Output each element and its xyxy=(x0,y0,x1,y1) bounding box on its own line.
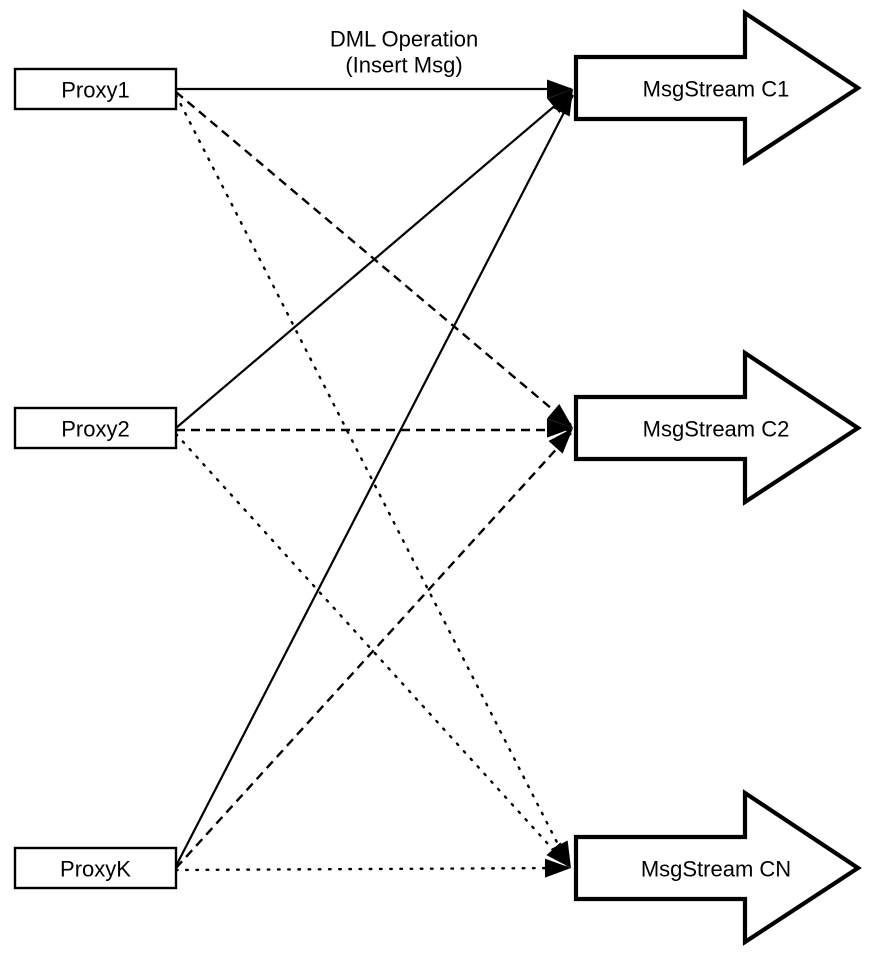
edge-layer xyxy=(174,87,574,872)
msgstream-c1-block-arrow-icon[interactable] xyxy=(573,9,862,166)
msgstream-node-c2[interactable]: MsgStream C2 xyxy=(573,349,862,506)
arrowhead-icon xyxy=(547,403,573,428)
arrowhead-cluster-stream-c2 xyxy=(546,403,573,454)
proxy1-box[interactable] xyxy=(13,67,178,111)
arrowhead-cluster-stream-c1 xyxy=(547,79,573,117)
msgstream-node-c1[interactable]: MsgStream C1 xyxy=(573,9,862,166)
arrowhead-cluster-stream-cn xyxy=(544,840,571,878)
edge-proxyk-to-stream-cn[interactable] xyxy=(174,866,570,872)
proxy2-box[interactable] xyxy=(13,406,178,450)
edge-proxy1-to-stream-c2[interactable] xyxy=(175,91,572,426)
edge-caption-group: DML Operation (Insert Msg) xyxy=(330,27,478,78)
arrowhead-icon xyxy=(547,79,573,99)
arrowhead-icon xyxy=(544,858,571,878)
edge-proxy1-to-stream-cn[interactable] xyxy=(174,93,570,866)
msgstream-cn-label: MsgStream CN xyxy=(641,857,791,882)
edge-proxy2-to-stream-cn[interactable] xyxy=(174,432,570,868)
proxyk-box[interactable] xyxy=(13,846,178,890)
edge-proxyk-to-stream-c2[interactable] xyxy=(175,432,572,869)
edge-proxyk-to-stream-c1[interactable] xyxy=(175,94,574,867)
arrowhead-icon xyxy=(546,842,571,868)
arrowhead-icon xyxy=(546,418,573,438)
msgstream-cn-block-arrow-icon[interactable] xyxy=(573,789,862,946)
msgstream-c2-block-arrow-icon[interactable] xyxy=(573,349,862,506)
msgstream-node-cn[interactable]: MsgStream CN xyxy=(573,789,862,946)
proxy-node-layer: Proxy1 Proxy2 ProxyK xyxy=(13,67,178,890)
msgstream-c1-label: MsgStream C1 xyxy=(643,77,790,102)
proxy1-label: Proxy1 xyxy=(61,78,129,103)
proxy-node-proxyk[interactable]: ProxyK xyxy=(13,846,178,890)
proxyk-label: ProxyK xyxy=(60,857,131,882)
edge-caption-line-2: (Insert Msg) xyxy=(345,53,462,78)
msgstream-layer: MsgStream C1 MsgStream C2 MsgStream CN xyxy=(573,9,862,946)
edge-proxy2-to-stream-c1[interactable] xyxy=(175,91,572,429)
arrowhead-layer xyxy=(544,79,573,878)
arrowhead-icon xyxy=(548,428,573,454)
msgstream-c2-label: MsgStream C2 xyxy=(643,417,790,442)
arrowhead-icon xyxy=(552,89,573,117)
proxy-node-proxy2[interactable]: Proxy2 xyxy=(13,406,178,450)
proxy2-label: Proxy2 xyxy=(61,417,129,442)
proxy-node-proxy1[interactable]: Proxy1 xyxy=(13,67,178,111)
edge-caption-line-1: DML Operation xyxy=(330,27,478,52)
